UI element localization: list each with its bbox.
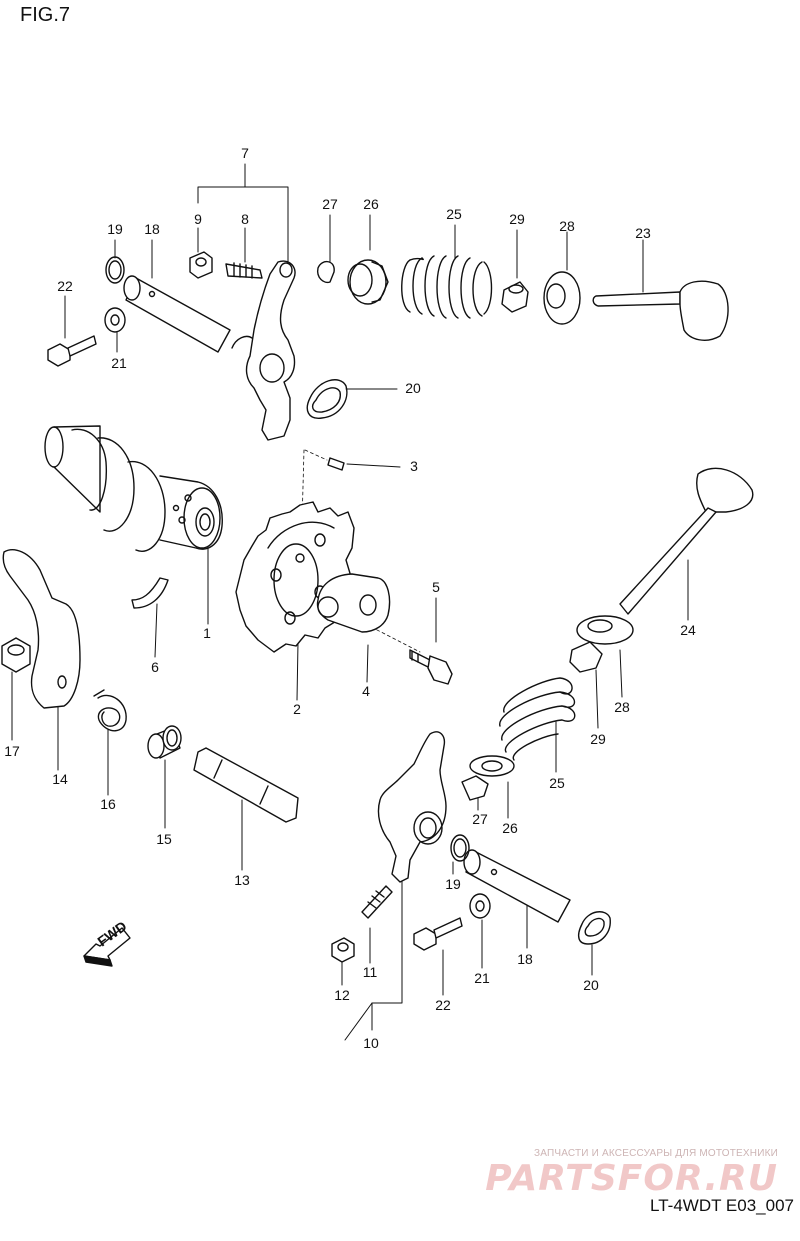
part-valve-spring-lower [499,677,576,761]
callout-c4: 4 [362,683,370,699]
part-camshaft [44,425,223,552]
fwd-arrow-icon: FWD [83,918,131,967]
callout-c9: 9 [194,211,202,227]
part-exhaust-valve [619,467,754,615]
part-rocker-arm-lower [377,731,447,883]
callout-c13: 13 [234,872,250,888]
callout-c3: 3 [410,458,418,474]
callout-c23: 23 [635,225,651,241]
callout-c5: 5 [432,579,440,595]
part-bolt-lower [413,917,463,951]
part-gasket-lower [577,911,611,945]
part-o-ring-lower [450,834,470,862]
callout-c20b: 20 [583,977,599,993]
callout-c11: 11 [363,964,378,980]
callout-c7: 7 [241,145,249,161]
callout-c15: 15 [156,831,172,847]
callout-c22b: 22 [435,997,451,1013]
part-spring-retainer-lower [469,755,515,777]
callout-c6: 6 [151,659,159,675]
callout-c29b: 29 [590,731,606,747]
figure-title: FIG.7 [20,4,71,26]
callout-c25a: 25 [446,206,462,222]
part-bushing [147,725,182,759]
callout-c18a: 18 [144,221,160,237]
part-tensioner-spring [93,689,127,732]
drawing-code: LT-4WDT E03_007 [650,1196,794,1215]
watermark-tagline: ЗАПЧАСТИ И АКСЕССУАРЫ ДЛЯ МОТОТЕХНИКИ [533,1148,778,1159]
leader-lines [11,163,689,1041]
callout-c24: 24 [680,622,696,638]
part-rocker-shaft-lower [463,849,571,923]
callout-c21b: 21 [474,970,490,986]
callout-c19a: 19 [107,221,123,237]
callout-c18b: 18 [517,951,533,967]
part-adjusting-screw [225,262,263,279]
part-tensioner-arm [2,549,81,709]
callout-c20a: 20 [405,380,421,396]
part-cotter-upper [316,261,335,284]
callout-c14: 14 [52,771,68,787]
part-bolt-upper [47,335,97,367]
part-rocker-shaft-upper [123,275,231,353]
callout-c25b: 25 [549,775,565,791]
callout-c26b: 26 [502,820,518,836]
watermark-logo: PARTSFOR.RU [485,1158,778,1199]
callout-c8: 8 [241,211,249,227]
part-nut-tensioner [1,637,31,673]
part-intake-valve [592,280,729,341]
callout-c21a: 21 [111,355,127,371]
part-pin [327,457,345,471]
callout-c17: 17 [4,743,20,759]
part-tensioner-shaft [193,747,299,823]
callout-c26a: 26 [363,196,379,212]
part-valve-seal-upper [501,281,529,313]
callout-c22a: 22 [57,278,73,294]
callout-c19b: 19 [445,876,461,892]
callout-c16: 16 [100,796,116,812]
callout-c28a: 28 [559,218,575,234]
callout-c1: 1 [203,625,211,641]
part-valve-seal-lower [569,641,603,673]
part-nut-upper [189,251,213,279]
callout-c27a: 27 [322,196,338,212]
part-o-ring-upper [105,256,125,284]
part-spring-retainer-upper [347,259,389,305]
callout-c29a: 29 [509,211,525,227]
part-adjusting-screw-lower [361,885,393,919]
callout-c12: 12 [334,987,350,1003]
part-valve-spring-upper [401,255,493,319]
part-nut-lower [331,937,355,963]
callout-c10: 10 [363,1035,379,1051]
part-gasket-upper [306,379,348,419]
part-bolt [409,649,453,685]
callout-c28b: 28 [614,699,630,715]
callout-c2: 2 [293,701,301,717]
part-cotter-lower [461,775,489,801]
part-lock-washer [316,573,391,633]
part-rocker-arm-upper [231,260,296,441]
part-spring-seat-lower [576,615,634,645]
part-washer-lower [469,893,491,919]
part-washer-upper [104,307,126,333]
part-cam-stopper [131,577,169,609]
part-spring-seat-upper [543,271,581,325]
callout-c27b: 27 [472,811,488,827]
